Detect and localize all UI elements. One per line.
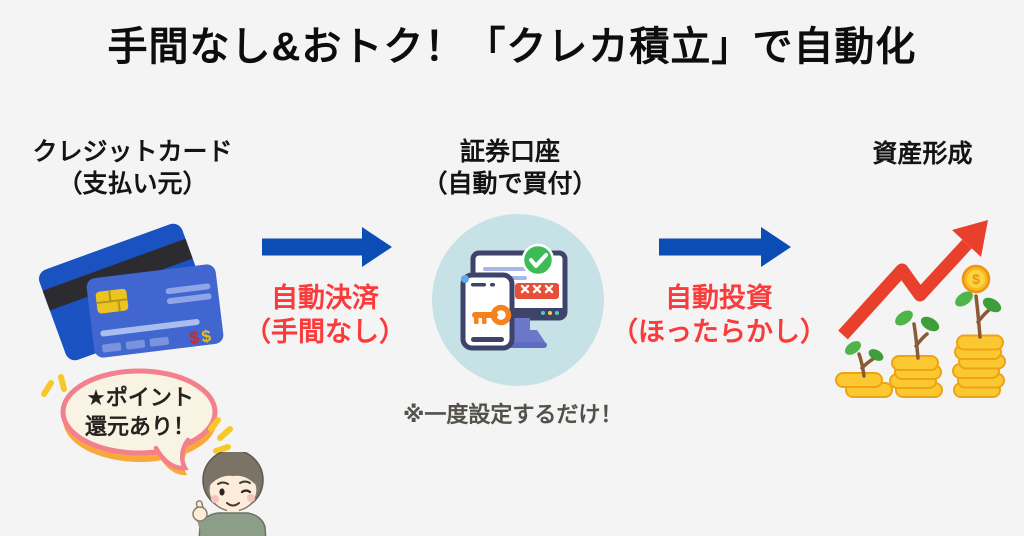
- step-heading-line1: クレジットカード: [32, 138, 233, 166]
- points-callout-line2: 還元あり！: [84, 413, 195, 439]
- page-title: 手間なし&おトク！「クレカ積立」で自動化: [107, 25, 917, 69]
- growth-arrow-icon: [838, 220, 988, 340]
- green-check-icon: [521, 243, 555, 277]
- transition-line2: （ほったらかし）: [611, 317, 827, 348]
- setup-note: ※一度設定するだけ！: [403, 402, 623, 427]
- sparkle-icon: [41, 374, 233, 454]
- step-heading-line1: 資産形成: [872, 140, 973, 168]
- step-heading-line2: （支払い元）: [57, 170, 208, 198]
- asset-growth-icon: $: [835, 220, 1006, 398]
- securities-account-icon: [432, 214, 604, 386]
- blue-arrow-right-icon: [659, 227, 791, 267]
- step-heading-securities-account: 証券口座 （自動で買付）: [395, 136, 625, 200]
- step-heading-line1: 証券口座: [459, 138, 560, 166]
- dollar-icon: $: [188, 328, 200, 348]
- speech-bubble: [41, 368, 233, 476]
- credit-cards-icon: $ $: [38, 223, 224, 361]
- coin-stack-medium: [889, 310, 943, 398]
- transition-line2: （手間なし）: [244, 317, 406, 348]
- dollar-icon: $: [972, 271, 980, 287]
- transition-line1: 自動決済: [271, 283, 379, 313]
- smartphone-icon: [460, 272, 515, 351]
- dollar-coin-icon: $: [961, 264, 991, 294]
- points-callout: ★ポイント 還元あり！: [60, 384, 220, 441]
- transition-line1: 自動投資: [665, 283, 773, 313]
- transition-label-auto-payment: 自動決済 （手間なし）: [240, 281, 410, 349]
- front-card: $ $: [86, 264, 224, 358]
- points-callout-line1: ★ポイント: [86, 385, 194, 410]
- coin-stack-large: $: [952, 264, 1006, 398]
- blue-arrow-right-icon: [262, 227, 392, 267]
- key-icon: [472, 304, 512, 326]
- character-thumbs-up: [192, 452, 267, 536]
- step-heading-credit-card: クレジットカード （支払い元）: [25, 136, 240, 200]
- step-heading-line2: （自動で買付）: [422, 170, 598, 198]
- coin-stack-small: [835, 341, 893, 398]
- dollar-icon: $: [200, 326, 212, 346]
- step-heading-asset-building: 資産形成: [825, 138, 1020, 170]
- thumbs-up-icon: [192, 500, 208, 522]
- transition-label-auto-invest: 自動投資 （ほったらかし）: [608, 281, 830, 349]
